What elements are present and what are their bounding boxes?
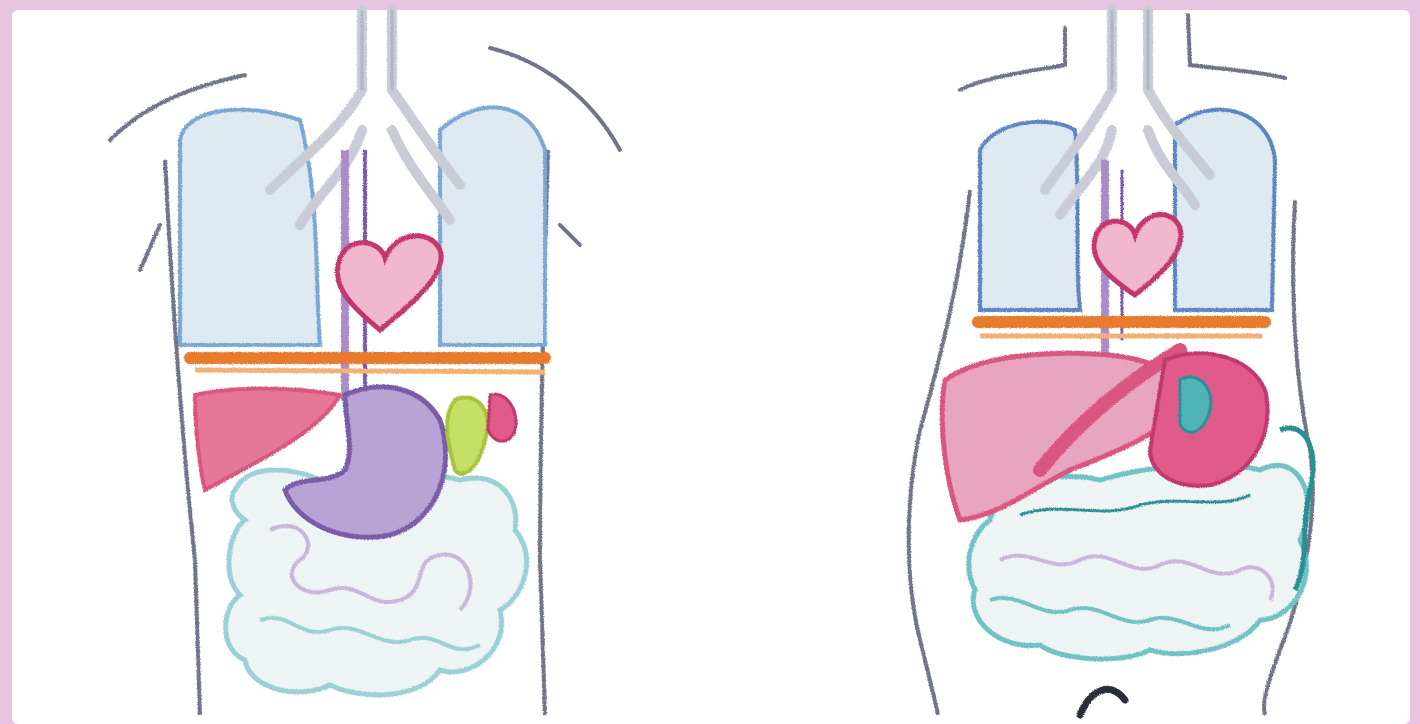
right-lung-2 [1175, 110, 1275, 310]
right-lung [440, 107, 545, 345]
